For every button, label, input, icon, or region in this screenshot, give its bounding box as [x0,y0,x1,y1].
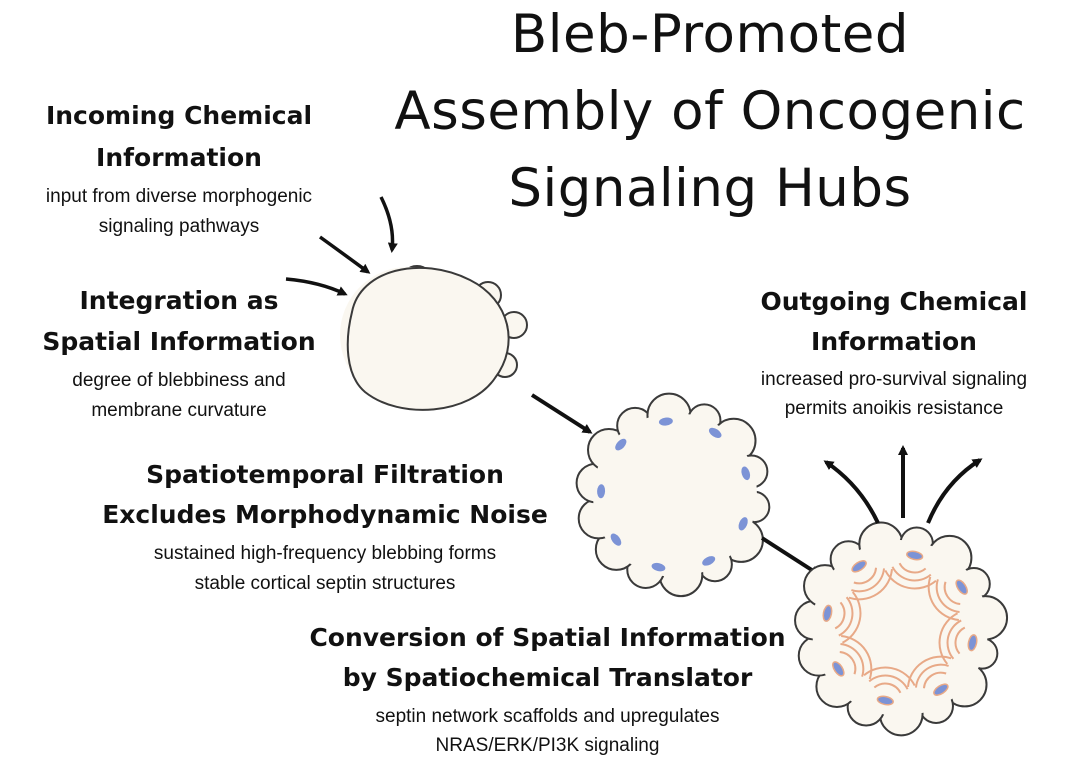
integration-desc-1: degree of blebbiness and [72,370,286,391]
signal-arc [907,655,952,687]
signal-arc [840,642,865,677]
septin-patch [597,484,606,499]
integration-desc-2: membrane curvature [91,400,267,421]
outgoing-desc-2: permits anoikis resistance [784,398,1004,419]
integration-heading-1: Integration as [79,286,279,315]
signal-arc [898,562,927,574]
signal-arc [938,612,959,665]
septin-patch [708,427,722,438]
incoming-desc-2: signaling pathways [98,216,260,237]
septin-hub [955,579,968,595]
conversion-heading-2: by Spatiochemical Translator [342,663,753,692]
incoming-desc-1: input from diverse morphogenic [45,186,313,207]
septin-cell [575,392,771,598]
signal-arc [935,579,960,614]
signal-arc [834,601,846,630]
output-arrows [823,445,983,524]
outgoing-desc-1: increased pro-survival signaling [760,369,1028,390]
septin-hub [967,634,978,652]
integration-heading-2: Spatial Information [42,327,316,356]
incoming-heading-1: Incoming Chemical [45,101,313,130]
signal-arc [851,568,886,593]
septin-patch [738,517,748,531]
signaling-hub-cell [794,521,1009,737]
input-arrow-3 [285,277,348,296]
title-line-2: Assembly of Oncogenic [394,81,1026,142]
outgoing-heading-1: Outgoing Chemical [760,287,1028,316]
incoming-heading-2: Information [96,143,262,172]
arrow-to-conversion [760,536,821,576]
signal-arc [954,626,966,655]
outgoing-heading-2: Information [811,327,977,356]
signal-arc [943,581,961,606]
septin-patch [610,533,622,546]
signal-arc [841,591,862,644]
signal-arc [848,569,893,601]
septin-patch [741,466,751,481]
filtration-heading-1: Spatiotemporal Filtration [146,460,504,489]
input-arrow-2 [318,235,371,274]
title-line-1: Bleb-Promoted [510,4,910,65]
signal-arc [922,671,947,689]
conversion-desc-2: NRAS/ERK/PI3K signaling [435,735,660,756]
filtration-heading-2: Excludes Morphodynamic Noise [102,500,548,529]
signal-arc [884,569,937,590]
signal-arc [914,663,949,688]
signal-arc [839,650,857,675]
signal-arc [853,567,878,585]
signal-arc [868,674,909,690]
cell-body [593,413,757,577]
input-arrow-1 [379,196,398,253]
septin-patch [651,562,666,572]
septin-hub [906,550,924,561]
septin-patch [615,438,627,451]
blebbing-cell [340,265,528,411]
signal-arc [891,566,932,582]
arrow-to-filtration [530,393,593,434]
conversion-heading-1: Conversion of Spatial Information [309,623,786,652]
signal-arc [863,666,916,687]
signal-arc [838,596,854,637]
filtration-desc-2: stable cortical septin structures [194,573,456,594]
filtration-desc-1: sustained high-frequency blebbing forms [153,543,497,564]
signal-arc [841,635,873,680]
signal-arc [927,576,959,621]
septin-hub [822,604,833,622]
septin-hub [851,560,867,573]
septin-hub [933,683,949,696]
septin-hub [876,695,894,706]
signal-arc [946,619,962,660]
septin-patch [658,417,673,426]
title-line-3: Signaling Hubs [508,158,912,219]
output-arrow-left [823,460,880,524]
input-arrows [285,196,398,296]
septin-hub [832,661,845,677]
signal-arc [873,682,902,694]
conversion-desc-1: septin network scaffolds and upregulates [375,706,720,727]
output-arrow-right [926,458,983,524]
septin-patch [702,556,716,566]
